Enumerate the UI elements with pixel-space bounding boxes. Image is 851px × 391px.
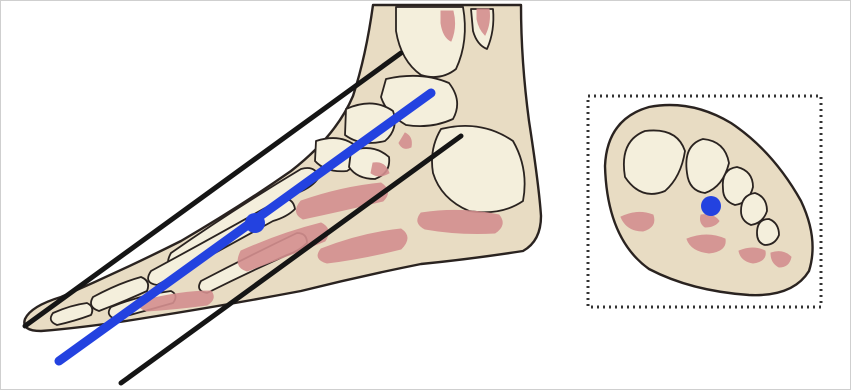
axis-marker-icon <box>245 213 265 233</box>
foot-sagittal-section-icon <box>24 5 541 331</box>
cross-section-axis-marker-icon <box>701 196 721 216</box>
